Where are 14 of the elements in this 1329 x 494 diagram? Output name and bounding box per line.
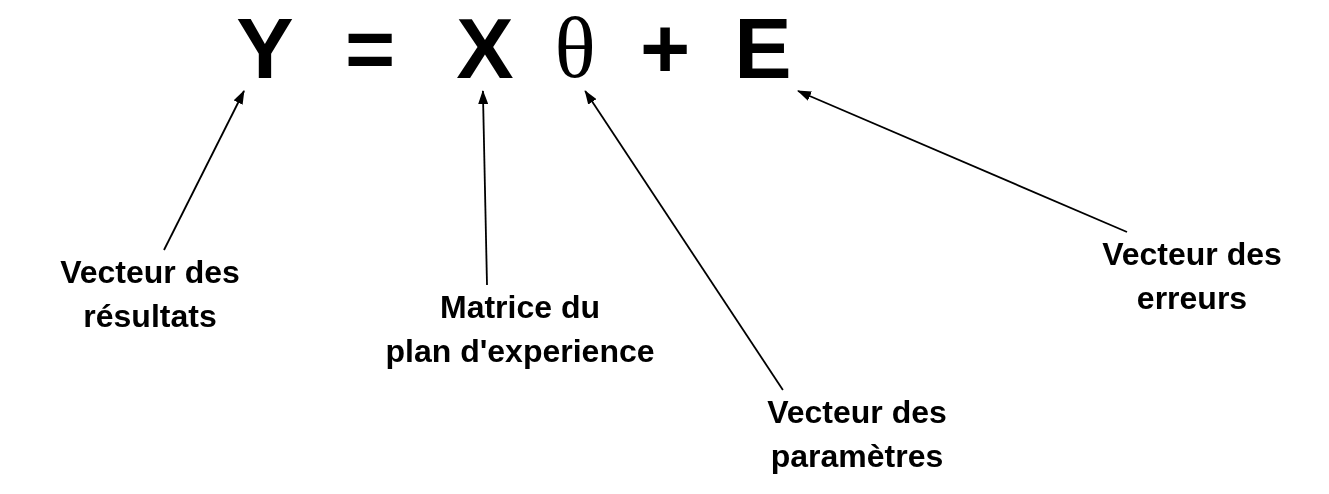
leader-arrow xyxy=(163,90,245,251)
equation-symbol: Y xyxy=(230,5,300,91)
equation-symbol: E xyxy=(728,5,798,91)
callout-text: Vecteur des résultats xyxy=(10,250,290,338)
equation-symbol: X xyxy=(450,5,520,91)
callout-text: Vecteur des erreurs xyxy=(1062,232,1322,320)
leader-arrow xyxy=(797,90,1128,233)
leader-arrow xyxy=(584,90,784,391)
callout-text: Matrice du plan d'experience xyxy=(300,285,740,373)
equation-symbol: θ xyxy=(545,5,605,91)
leader-arrow xyxy=(478,90,489,286)
equation-operator: + xyxy=(638,5,692,91)
equation-operator: = xyxy=(343,5,397,91)
callout-text: Vecteur des paramètres xyxy=(727,390,987,478)
